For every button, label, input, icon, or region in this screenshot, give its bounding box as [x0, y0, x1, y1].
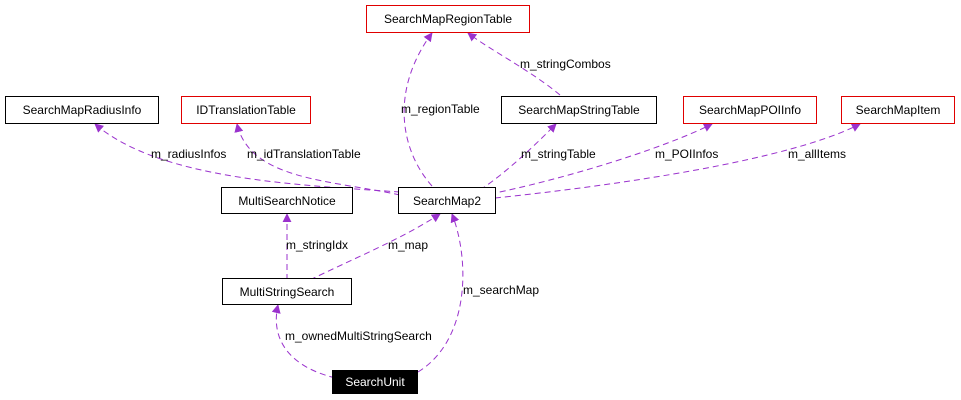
edge-region-table	[403, 32, 433, 187]
edge-label-radius-infos: m_radiusInfos	[151, 147, 227, 161]
node-multi-string-search[interactable]: MultiStringSearch	[222, 278, 352, 305]
edge-label-string-combos: m_stringCombos	[520, 57, 611, 71]
node-label: SearchMapRegionTable	[383, 12, 513, 26]
node-multi-search-notice[interactable]: MultiSearchNotice	[221, 187, 353, 214]
node-label: SearchMapItem	[855, 103, 941, 117]
node-id-translation-table[interactable]: IDTranslationTable	[181, 96, 311, 124]
edge-label-all-items: m_allItems	[788, 147, 847, 161]
edge-label-poi-infos: m_POIInfos	[655, 147, 719, 161]
node-label: SearchMapPOIInfo	[698, 103, 802, 117]
edge-radius-infos	[94, 123, 401, 193]
edge-map	[309, 213, 441, 281]
node-search-map-region-table[interactable]: SearchMapRegionTable	[366, 5, 530, 33]
node-search-map2[interactable]: SearchMap2	[398, 187, 496, 214]
node-label: MultiStringSearch	[239, 284, 335, 299]
node-search-unit[interactable]: SearchUnit	[332, 370, 418, 394]
node-label: IDTranslationTable	[196, 103, 296, 117]
node-label: SearchUnit	[345, 375, 405, 389]
edge-string-combos	[467, 32, 561, 96]
edge-label-owned-multi-string-search: m_ownedMultiStringSearch	[285, 329, 432, 343]
edge-label-region-table: m_regionTable	[401, 102, 480, 116]
edge-label-string-idx: m_stringIdx	[286, 238, 349, 252]
edge-label-string-table: m_stringTable	[521, 147, 596, 161]
edge-string-table	[479, 123, 557, 191]
node-search-map-string-table[interactable]: SearchMapStringTable	[501, 96, 657, 124]
edge-id-translation	[234, 123, 401, 196]
node-search-map-item[interactable]: SearchMapItem	[841, 96, 955, 124]
edge-label-id-translation-table: m_idTranslationTable	[247, 147, 361, 161]
node-label: SearchMapRadiusInfo	[22, 103, 142, 117]
node-search-map-poi-info[interactable]: SearchMapPOIInfo	[683, 96, 817, 124]
edge-poi-infos	[489, 123, 713, 195]
edge-search-map	[417, 213, 464, 373]
edge-owned-multi-string-search	[271, 304, 346, 381]
edge-label-map: m_map	[388, 238, 429, 252]
edge-all-items	[494, 123, 861, 199]
node-label: SearchMap2	[412, 193, 482, 208]
edge-label-search-map: m_searchMap	[463, 283, 540, 297]
node-label: MultiSearchNotice	[238, 193, 336, 208]
node-label: SearchMapStringTable	[518, 103, 640, 117]
node-search-map-radius-info[interactable]: SearchMapRadiusInfo	[5, 96, 159, 124]
